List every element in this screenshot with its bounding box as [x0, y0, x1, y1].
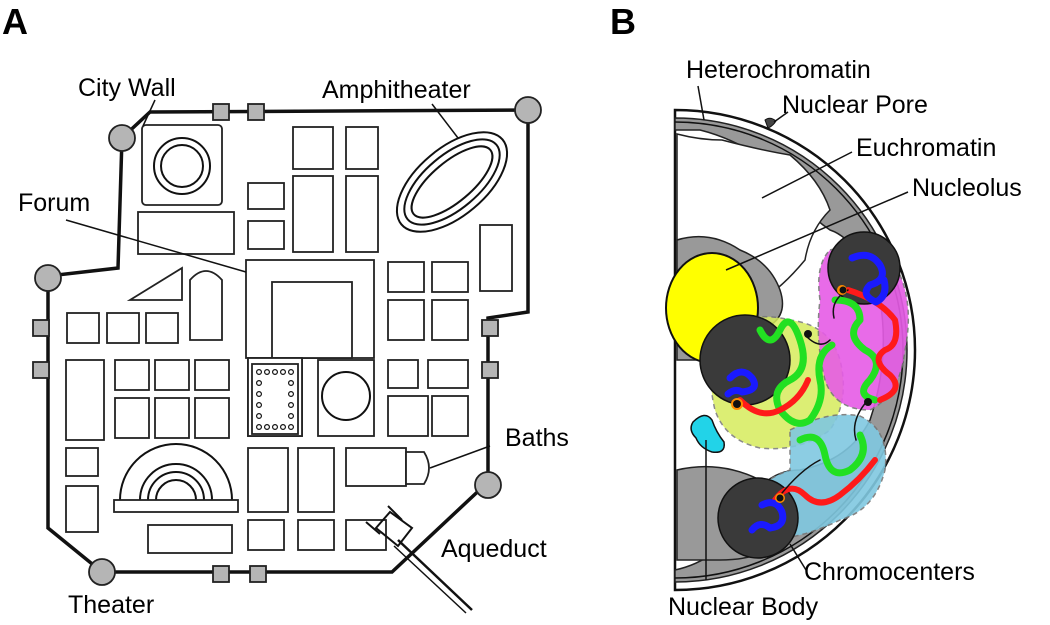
tower — [108, 124, 136, 152]
temple-column — [280, 369, 287, 376]
temple-column — [280, 424, 287, 431]
panel-b-letter: B — [610, 1, 636, 42]
label-forum: Forum — [18, 189, 90, 217]
panel-b: B — [610, 1, 1022, 621]
label-euchromatin: Euchromatin — [856, 134, 996, 162]
temple-column — [288, 369, 295, 376]
label-chromocenters: Chromocenters — [804, 558, 975, 586]
tower — [514, 96, 542, 124]
temple-column — [264, 369, 271, 376]
temple-column — [288, 391, 295, 398]
aqueduct-shape — [365, 505, 473, 614]
temple-column — [272, 424, 279, 431]
wall-towers — [32, 96, 542, 586]
city-blocks — [65, 124, 513, 554]
tower — [212, 103, 230, 121]
tower — [474, 471, 502, 499]
panel-b-leaders — [697, 85, 909, 580]
temple-column — [256, 424, 263, 431]
temple-column — [256, 402, 263, 409]
label-baths: Baths — [505, 424, 569, 452]
temple-column — [256, 380, 263, 387]
fiber-junctions — [731, 285, 872, 503]
panel-a: A — [2, 1, 569, 619]
panel-a-leaders — [65, 99, 491, 469]
temple-columns — [256, 369, 295, 431]
label-amphitheater: Amphitheater — [322, 76, 471, 104]
label-heterochromatin: Heterochromatin — [686, 56, 871, 84]
nuclear-pore-icon — [764, 117, 777, 129]
tower — [32, 361, 50, 379]
temple-column — [256, 391, 263, 398]
panel-a-letter: A — [2, 1, 28, 42]
label-nucleolus: Nucleolus — [912, 174, 1022, 202]
tower — [249, 565, 267, 583]
temple — [247, 357, 303, 437]
tower — [88, 558, 116, 586]
temple-column — [288, 424, 295, 431]
temple-column — [288, 413, 295, 420]
theater-shape — [113, 443, 239, 513]
label-nuclear-pore: Nuclear Pore — [782, 91, 928, 119]
label-theater: Theater — [68, 591, 154, 619]
tower — [481, 319, 499, 337]
chromatin-fibers — [724, 251, 900, 534]
label-nuclear-body: Nuclear Body — [668, 593, 819, 621]
label-city-wall: City Wall — [78, 74, 176, 102]
tower — [481, 361, 499, 379]
temple-column — [288, 380, 295, 387]
nuclear-body-shape — [690, 414, 725, 454]
temple-column — [264, 424, 271, 431]
label-aqueduct: Aqueduct — [441, 535, 547, 563]
amphitheater-shape — [395, 131, 509, 233]
temple-column — [288, 402, 295, 409]
temple-column — [256, 369, 263, 376]
tower — [32, 319, 50, 337]
tower — [34, 264, 62, 292]
temple-column — [256, 413, 263, 420]
temple-column — [272, 369, 279, 376]
tower — [247, 103, 265, 121]
tower — [212, 565, 230, 583]
